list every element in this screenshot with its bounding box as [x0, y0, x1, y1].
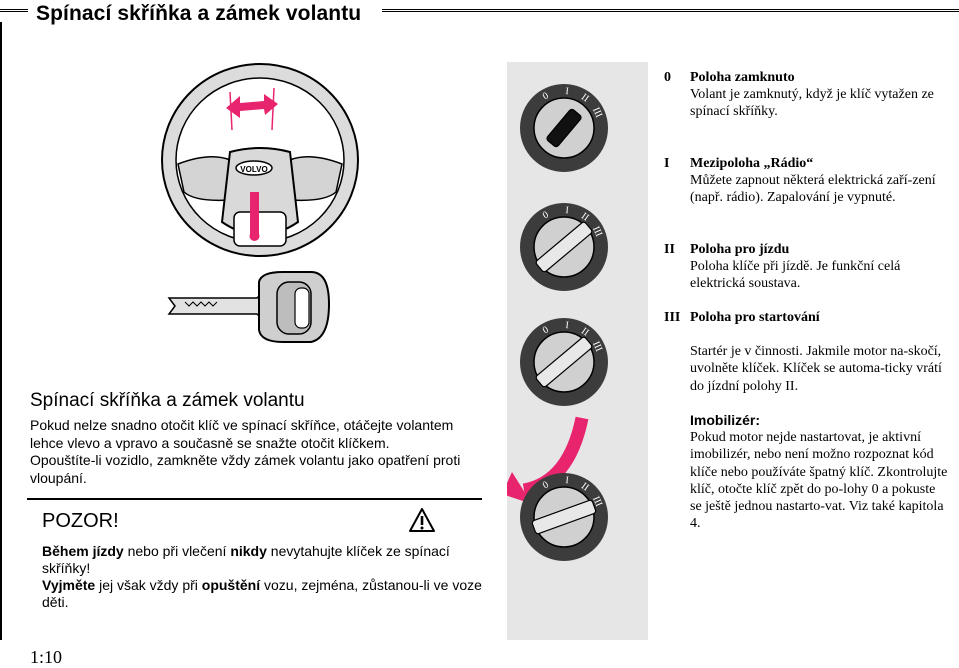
page-number: 1:10 — [30, 647, 63, 667]
title-rule-left — [0, 9, 28, 15]
key-slot — [531, 499, 597, 535]
page-margin-line — [0, 22, 2, 640]
warning-line-1: Během jízdy nebo při vlečení nikdy nevyt… — [42, 543, 450, 576]
page-title: Spínací skříňka a zámek volantu — [36, 2, 368, 26]
dial-label: III — [590, 106, 604, 120]
warning-box — [27, 498, 482, 625]
section-text: Pokud nelze snadno otočit klíč ve spínac… — [30, 417, 470, 487]
dial-label: I — [565, 475, 569, 486]
section-title: Spínací skříňka a zámek volantu — [30, 390, 305, 411]
warning-text: Během jízdy nebo při vlečení nikdy nevyt… — [42, 543, 482, 611]
key-illustration — [167, 271, 331, 343]
section-line: lehce vlevo a vpravo a současně se snažt… — [30, 434, 390, 451]
title-rule-right — [382, 9, 959, 15]
warning-line-2: Vyjměte jej však vždy při opuštění vozu,… — [42, 577, 482, 610]
immobilizer-text: Pokud motor nejde nastartovat, je aktivn… — [690, 430, 948, 532]
dial-label: II — [579, 211, 591, 224]
dial-label: I — [565, 86, 569, 97]
dial-label: I — [565, 205, 569, 216]
key-slot — [535, 221, 593, 273]
steering-wheel-illustration: VOLVO — [161, 63, 359, 257]
warning-triangle-icon — [409, 508, 435, 532]
dial-label: 0 — [541, 324, 551, 336]
dial-label: III — [590, 495, 604, 509]
section-line: Pokud nelze snadno otočit klíč ve spínac… — [30, 417, 454, 433]
volvo-logo: VOLVO — [240, 165, 267, 174]
dial-label: III — [590, 225, 604, 239]
immobilizer-title: Imobilizér: — [690, 412, 761, 428]
dial-label: II — [579, 326, 591, 339]
key-slot — [546, 108, 582, 148]
dial-label: I — [565, 320, 569, 331]
dial-label: II — [579, 481, 591, 494]
dial-label: 0 — [541, 479, 551, 491]
dial-label: II — [579, 92, 591, 105]
dial-label: III — [590, 340, 604, 354]
dial-label: 0 — [541, 90, 551, 102]
warning-title: POZOR! — [42, 510, 119, 532]
start-text: Startér je v činnosti. Jakmile motor na-… — [690, 344, 942, 394]
section-line: vloupání. — [30, 469, 87, 486]
section-line: Opouštíte-li vozidlo, zamkněte vždy záme… — [30, 452, 461, 468]
dial-label: 0 — [541, 209, 551, 221]
key-slot — [535, 336, 593, 388]
